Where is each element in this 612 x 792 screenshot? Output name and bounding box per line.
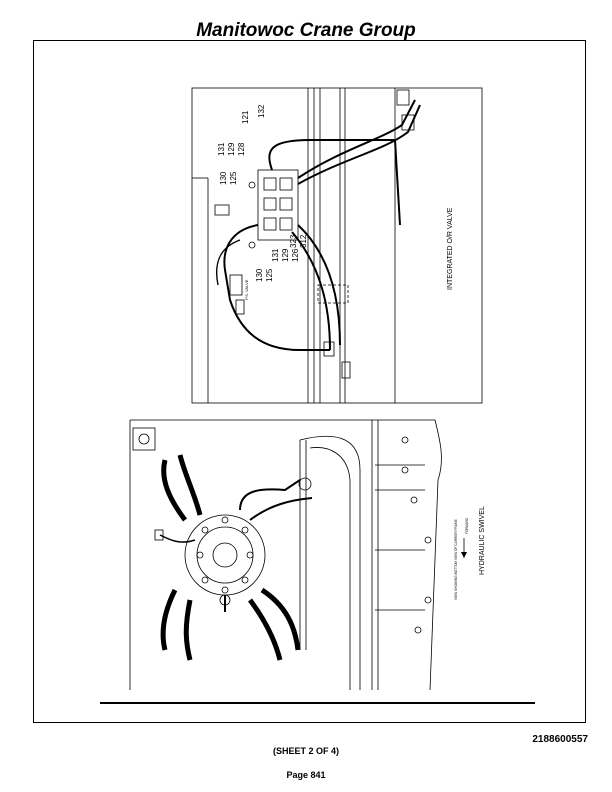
callout-128: 128 <box>237 142 246 156</box>
callout-323: 323 <box>289 234 298 248</box>
callout-131-upper: 131 <box>217 142 226 156</box>
document-number: 2188600557 <box>532 734 588 745</box>
callout-130-lower: 130 <box>255 268 264 282</box>
sheet-label: (SHEET 2 OF 4) <box>272 746 339 756</box>
callout-129-lower: 129 <box>281 248 290 262</box>
carrier-frame-note: VIEW SHOWING BOTTOM VIEW OF CARRIER FRAM… <box>454 519 458 600</box>
callout-125-upper: 125 <box>229 171 238 185</box>
valve-callouts-lower: 323 312 131 129 126 130 125 <box>255 234 308 282</box>
forward-arrow <box>461 538 467 558</box>
callout-130-upper: 130 <box>219 171 228 185</box>
callout-121: 121 <box>241 110 250 124</box>
callout-131-lower: 131 <box>271 248 280 262</box>
forward-label: FORWARD <box>465 517 469 534</box>
valve-caption: INTEGRATED O/R VALVE <box>447 207 454 290</box>
callout-126: 126 <box>291 248 300 262</box>
swivel-view <box>100 419 535 704</box>
callout-125-lower: 125 <box>265 268 274 282</box>
page-title: Manitowoc Crane Group <box>196 20 416 41</box>
callout-129-upper: 129 <box>227 142 236 156</box>
svg-text:P.S. VALVE: P.S. VALVE <box>244 279 249 300</box>
page-number: Page 841 <box>286 770 326 780</box>
callout-132: 132 <box>257 104 266 118</box>
drawing-frame <box>33 40 586 723</box>
valve-view: P.S. VALVE <box>191 87 483 404</box>
callout-312: 312 <box>299 234 308 248</box>
swivel-caption: HYDRAULIC SWIVEL <box>479 506 486 575</box>
valve-callouts-upper: 121 132 131 129 128 130 125 <box>217 104 266 185</box>
